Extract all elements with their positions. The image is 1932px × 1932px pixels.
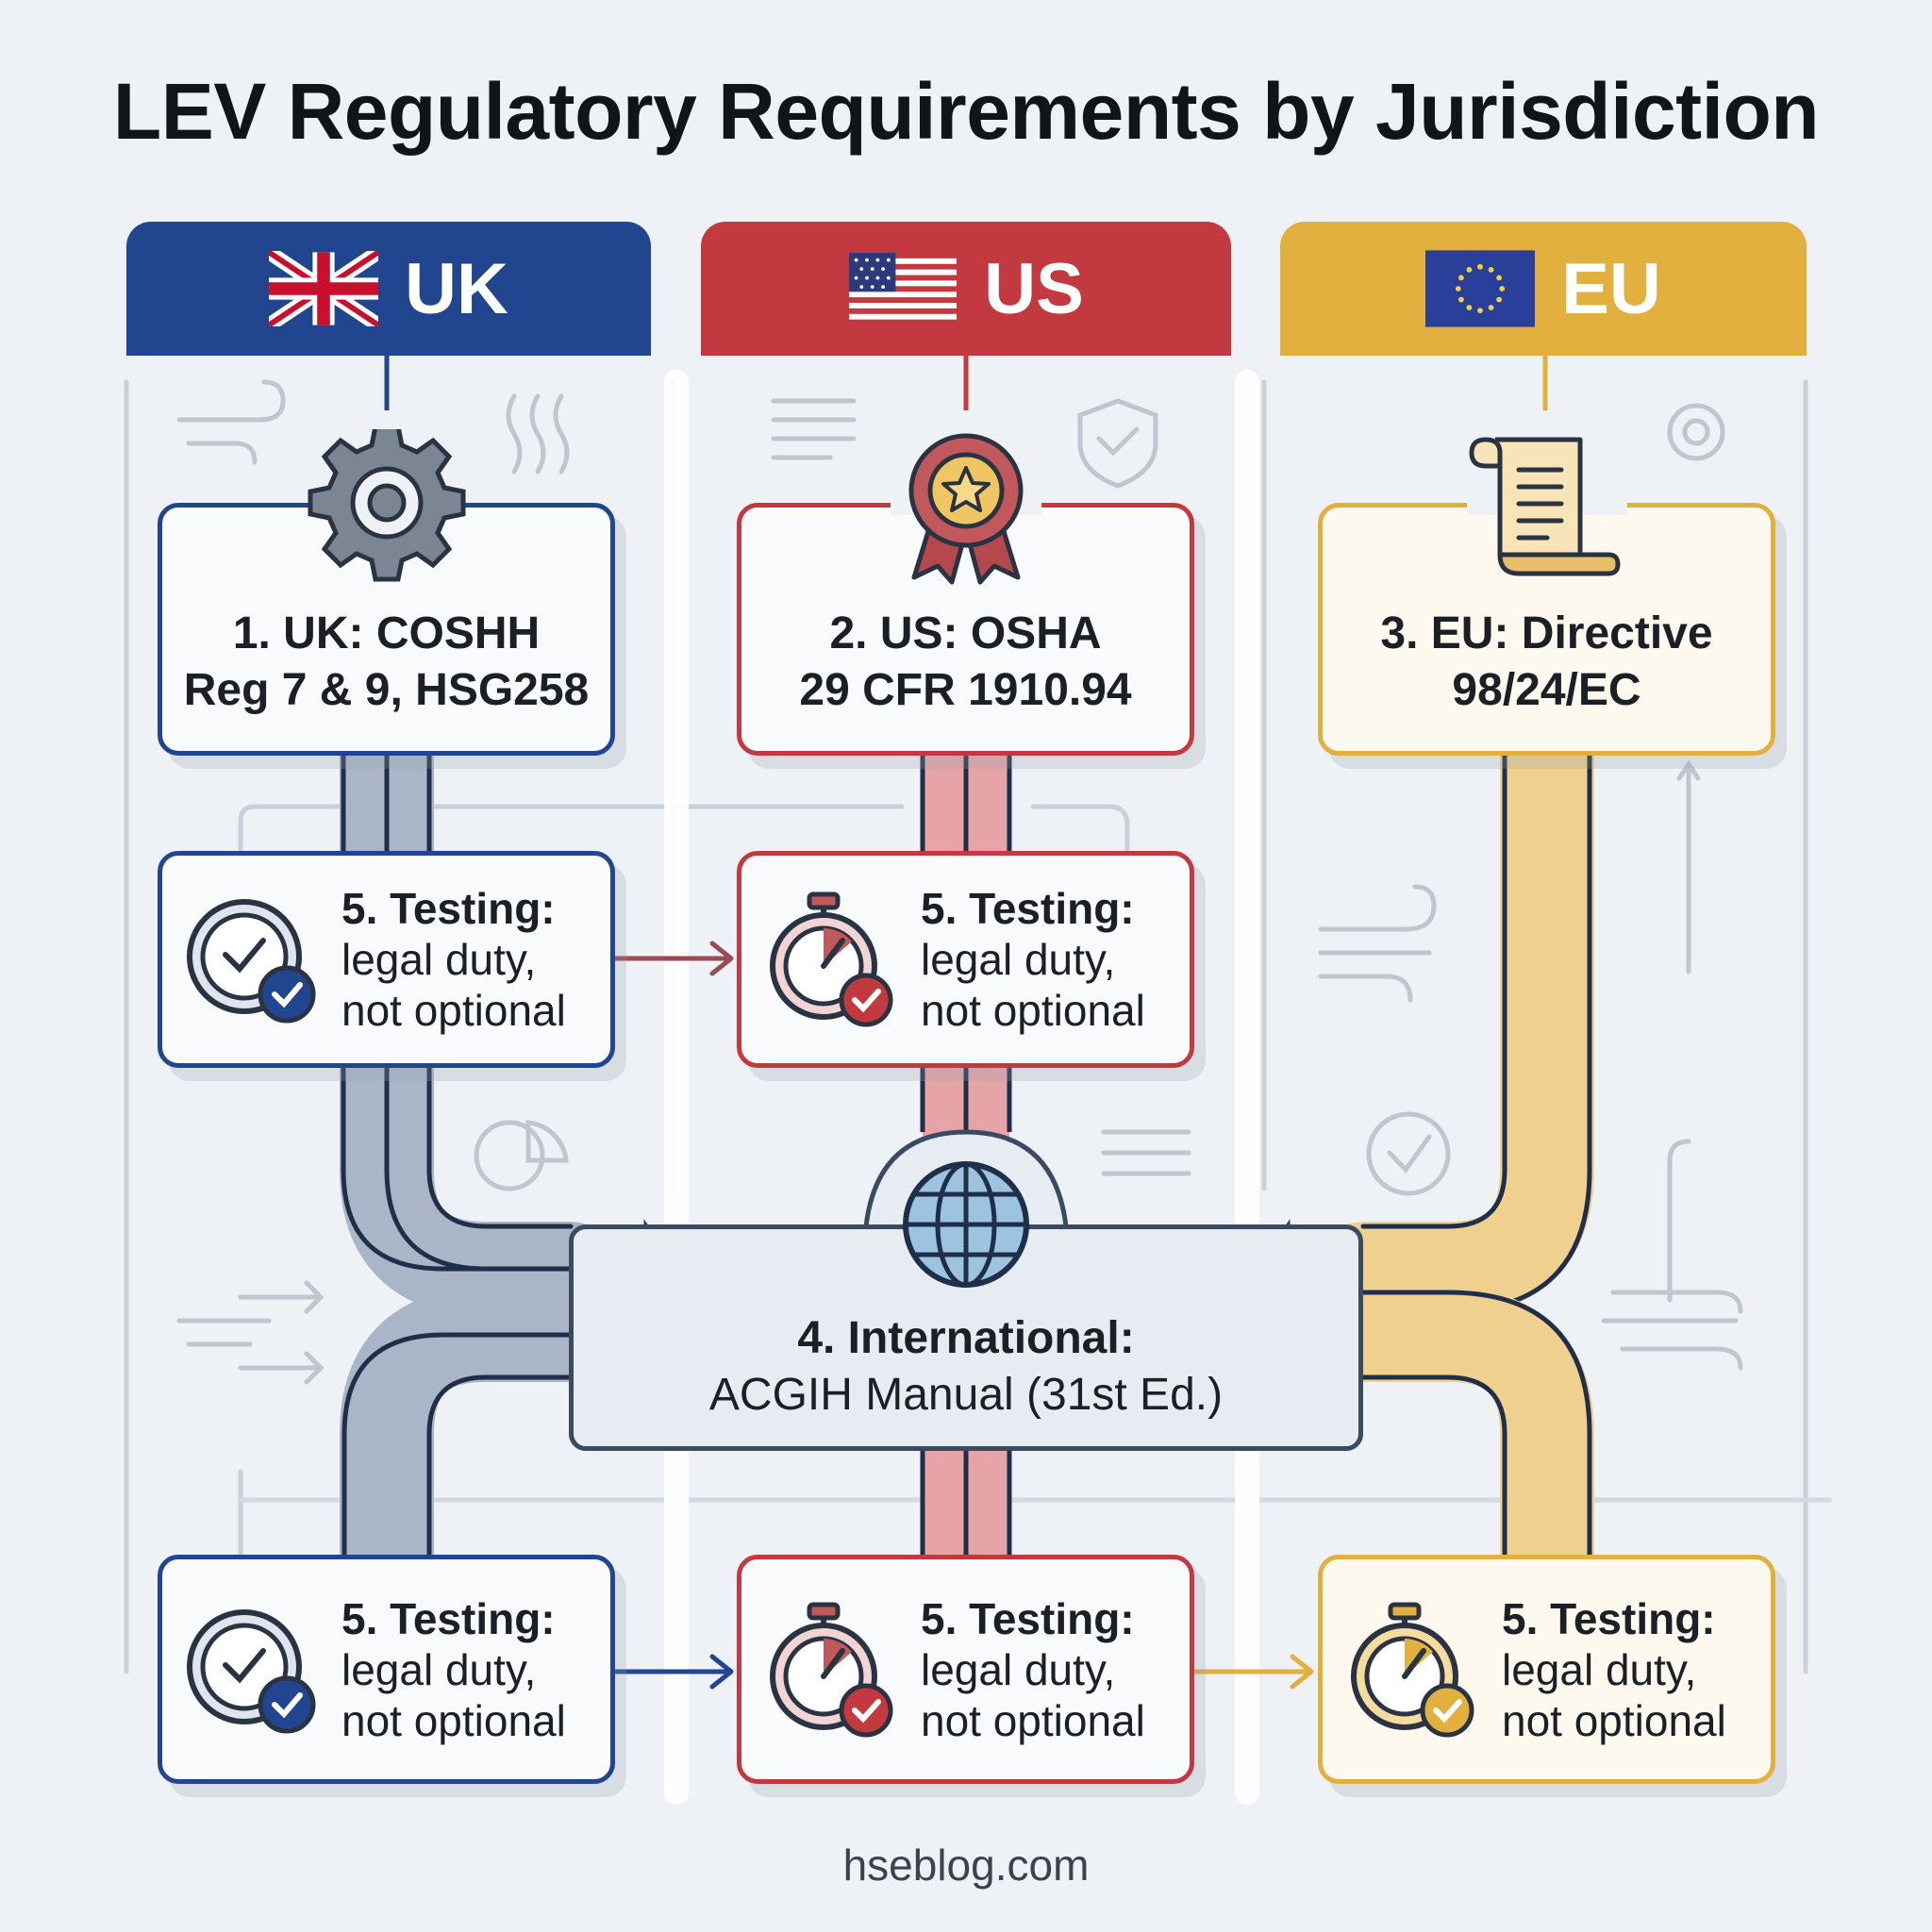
- testing-line2: not optional: [341, 986, 566, 1035]
- globe-icon: [903, 1161, 1029, 1288]
- testing-text: 5. Testing: legal duty, not optional: [341, 1593, 566, 1746]
- page-title: LEV Regulatory Requirements by Jurisdict…: [112, 67, 1820, 156]
- scroll-document-icon: [1467, 437, 1627, 576]
- regulation-card-eu: 3. EU: Directive 98/24/EC: [1318, 503, 1775, 756]
- uk-flag-icon: [269, 251, 379, 326]
- testing-heading: 5. Testing:: [921, 1593, 1135, 1643]
- header-uk: UK: [126, 222, 651, 356]
- regulation-uk-line1: 1. UK: COSHH: [232, 608, 541, 658]
- testing-card-eu: 5. Testing: legal duty, not optional: [1318, 1555, 1775, 1784]
- testing-line1: legal duty,: [921, 935, 1116, 984]
- stopwatch-check-icon: [770, 891, 893, 1027]
- testing-card-us-1: 5. Testing: legal duty, not optional: [737, 851, 1194, 1068]
- regulation-uk-line2: Reg 7 & 9, HSG258: [183, 665, 590, 715]
- us-flag-icon: [849, 253, 958, 325]
- testing-line2: not optional: [1502, 1695, 1726, 1745]
- testing-line1: legal duty,: [1502, 1644, 1697, 1694]
- testing-text: 5. Testing: legal duty, not optional: [341, 883, 566, 1036]
- testing-heading: 5. Testing:: [341, 884, 556, 933]
- regulation-us-line1: 2. US: OSHA: [829, 608, 1102, 658]
- testing-heading: 5. Testing:: [921, 884, 1135, 933]
- award-ribbon-icon: [891, 433, 1041, 585]
- hub-line2: ACGIH Manual (31st Ed.): [708, 1370, 1224, 1420]
- header-uk-label: UK: [405, 248, 508, 329]
- regulation-eu-line1: 3. EU: Directive: [1380, 608, 1713, 658]
- footer-source: hseblog.com: [842, 1840, 1090, 1890]
- testing-line2: not optional: [921, 986, 1145, 1035]
- testing-text: 5. Testing: legal duty, not optional: [921, 883, 1145, 1036]
- testing-card-uk-2: 5. Testing: legal duty, not optional: [158, 1555, 615, 1784]
- regulation-us-line2: 29 CFR 1910.94: [799, 665, 1132, 715]
- testing-line2: not optional: [921, 1695, 1145, 1745]
- stopwatch-check-icon: [1351, 1602, 1474, 1737]
- header-us: US: [701, 222, 1231, 356]
- stopwatch-check-icon: [770, 1602, 893, 1737]
- testing-heading: 5. Testing:: [341, 1593, 556, 1643]
- gear-icon: [308, 429, 466, 582]
- testing-line1: legal duty,: [341, 935, 537, 984]
- testing-line1: legal duty,: [921, 1644, 1116, 1694]
- testing-text: 5. Testing: legal duty, not optional: [1502, 1593, 1726, 1746]
- testing-line2: not optional: [341, 1695, 566, 1745]
- testing-card-uk-1: 5. Testing: legal duty, not optional: [158, 851, 615, 1068]
- testing-card-us-2: 5. Testing: legal duty, not optional: [737, 1555, 1194, 1784]
- hub-line1: 4. International:: [797, 1313, 1135, 1363]
- eu-flag-icon: [1425, 250, 1536, 327]
- regulation-eu-line2: 98/24/EC: [1452, 665, 1641, 715]
- testing-text: 5. Testing: legal duty, not optional: [921, 1593, 1145, 1746]
- header-eu: EU: [1280, 222, 1807, 356]
- clock-check-icon: [187, 899, 316, 1024]
- testing-line1: legal duty,: [341, 1644, 537, 1694]
- clock-check-icon: [187, 1608, 316, 1733]
- header-eu-label: EU: [1561, 248, 1661, 329]
- testing-heading: 5. Testing:: [1502, 1593, 1716, 1643]
- header-us-label: US: [984, 248, 1084, 329]
